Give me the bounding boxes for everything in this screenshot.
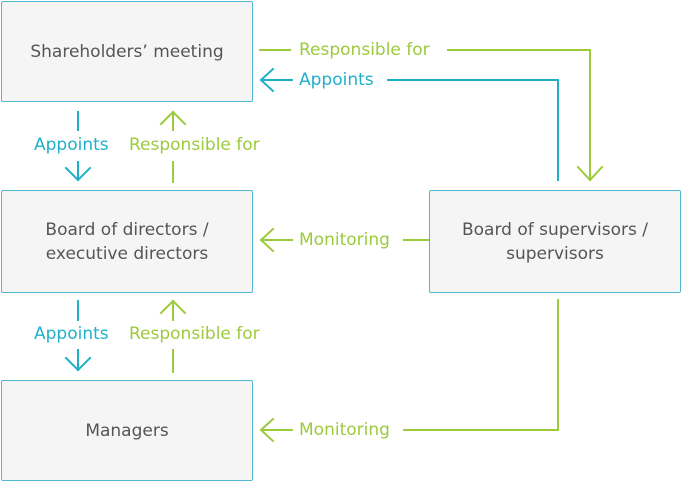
node-board-directors-label: Board of directors / executive directors — [45, 219, 209, 264]
node-shareholders-label: Shareholders’ meeting — [30, 41, 224, 62]
connector-sup-mgr-monitoring-route — [403, 299, 559, 431]
arrowhead-left-board — [259, 227, 275, 253]
connector-sup-sh-appoints-route — [387, 79, 559, 181]
arrowhead-down-managers — [64, 356, 92, 372]
connector-sh-sup-responsible-route — [447, 49, 591, 181]
edge-label-mgr-bd-responsible: Responsible for — [129, 324, 260, 344]
edge-label-bd-sh-responsible: Responsible for — [129, 135, 260, 155]
arrowhead-left-managers — [259, 417, 275, 443]
node-managers: Managers — [1, 380, 253, 481]
arrowhead-down-board — [64, 166, 92, 182]
arrowhead-up-shareholders — [159, 110, 187, 126]
edge-label-sup-mgr-monitoring: Monitoring — [299, 420, 390, 440]
edge-label-sup-sh-appoints: Appoints — [299, 70, 374, 90]
edge-label-bd-mgr-appoints: Appoints — [34, 324, 109, 344]
node-board-of-directors: Board of directors / executive directors — [1, 190, 253, 293]
edge-label-sh-bd-appoints: Appoints — [34, 135, 109, 155]
edge-label-sh-sup-responsible: Responsible for — [299, 40, 430, 60]
arrowhead-left-shareholders — [259, 67, 275, 93]
edge-label-sup-bd-monitoring: Monitoring — [299, 230, 390, 250]
node-board-of-supervisors: Board of supervisors / supervisors — [429, 190, 681, 293]
arrowhead-up-board — [159, 299, 187, 315]
node-shareholders-meeting: Shareholders’ meeting — [1, 1, 253, 102]
node-board-supervisors-label: Board of supervisors / supervisors — [461, 219, 649, 264]
node-managers-label: Managers — [85, 420, 169, 441]
arrowhead-down-supervisors — [576, 165, 604, 182]
